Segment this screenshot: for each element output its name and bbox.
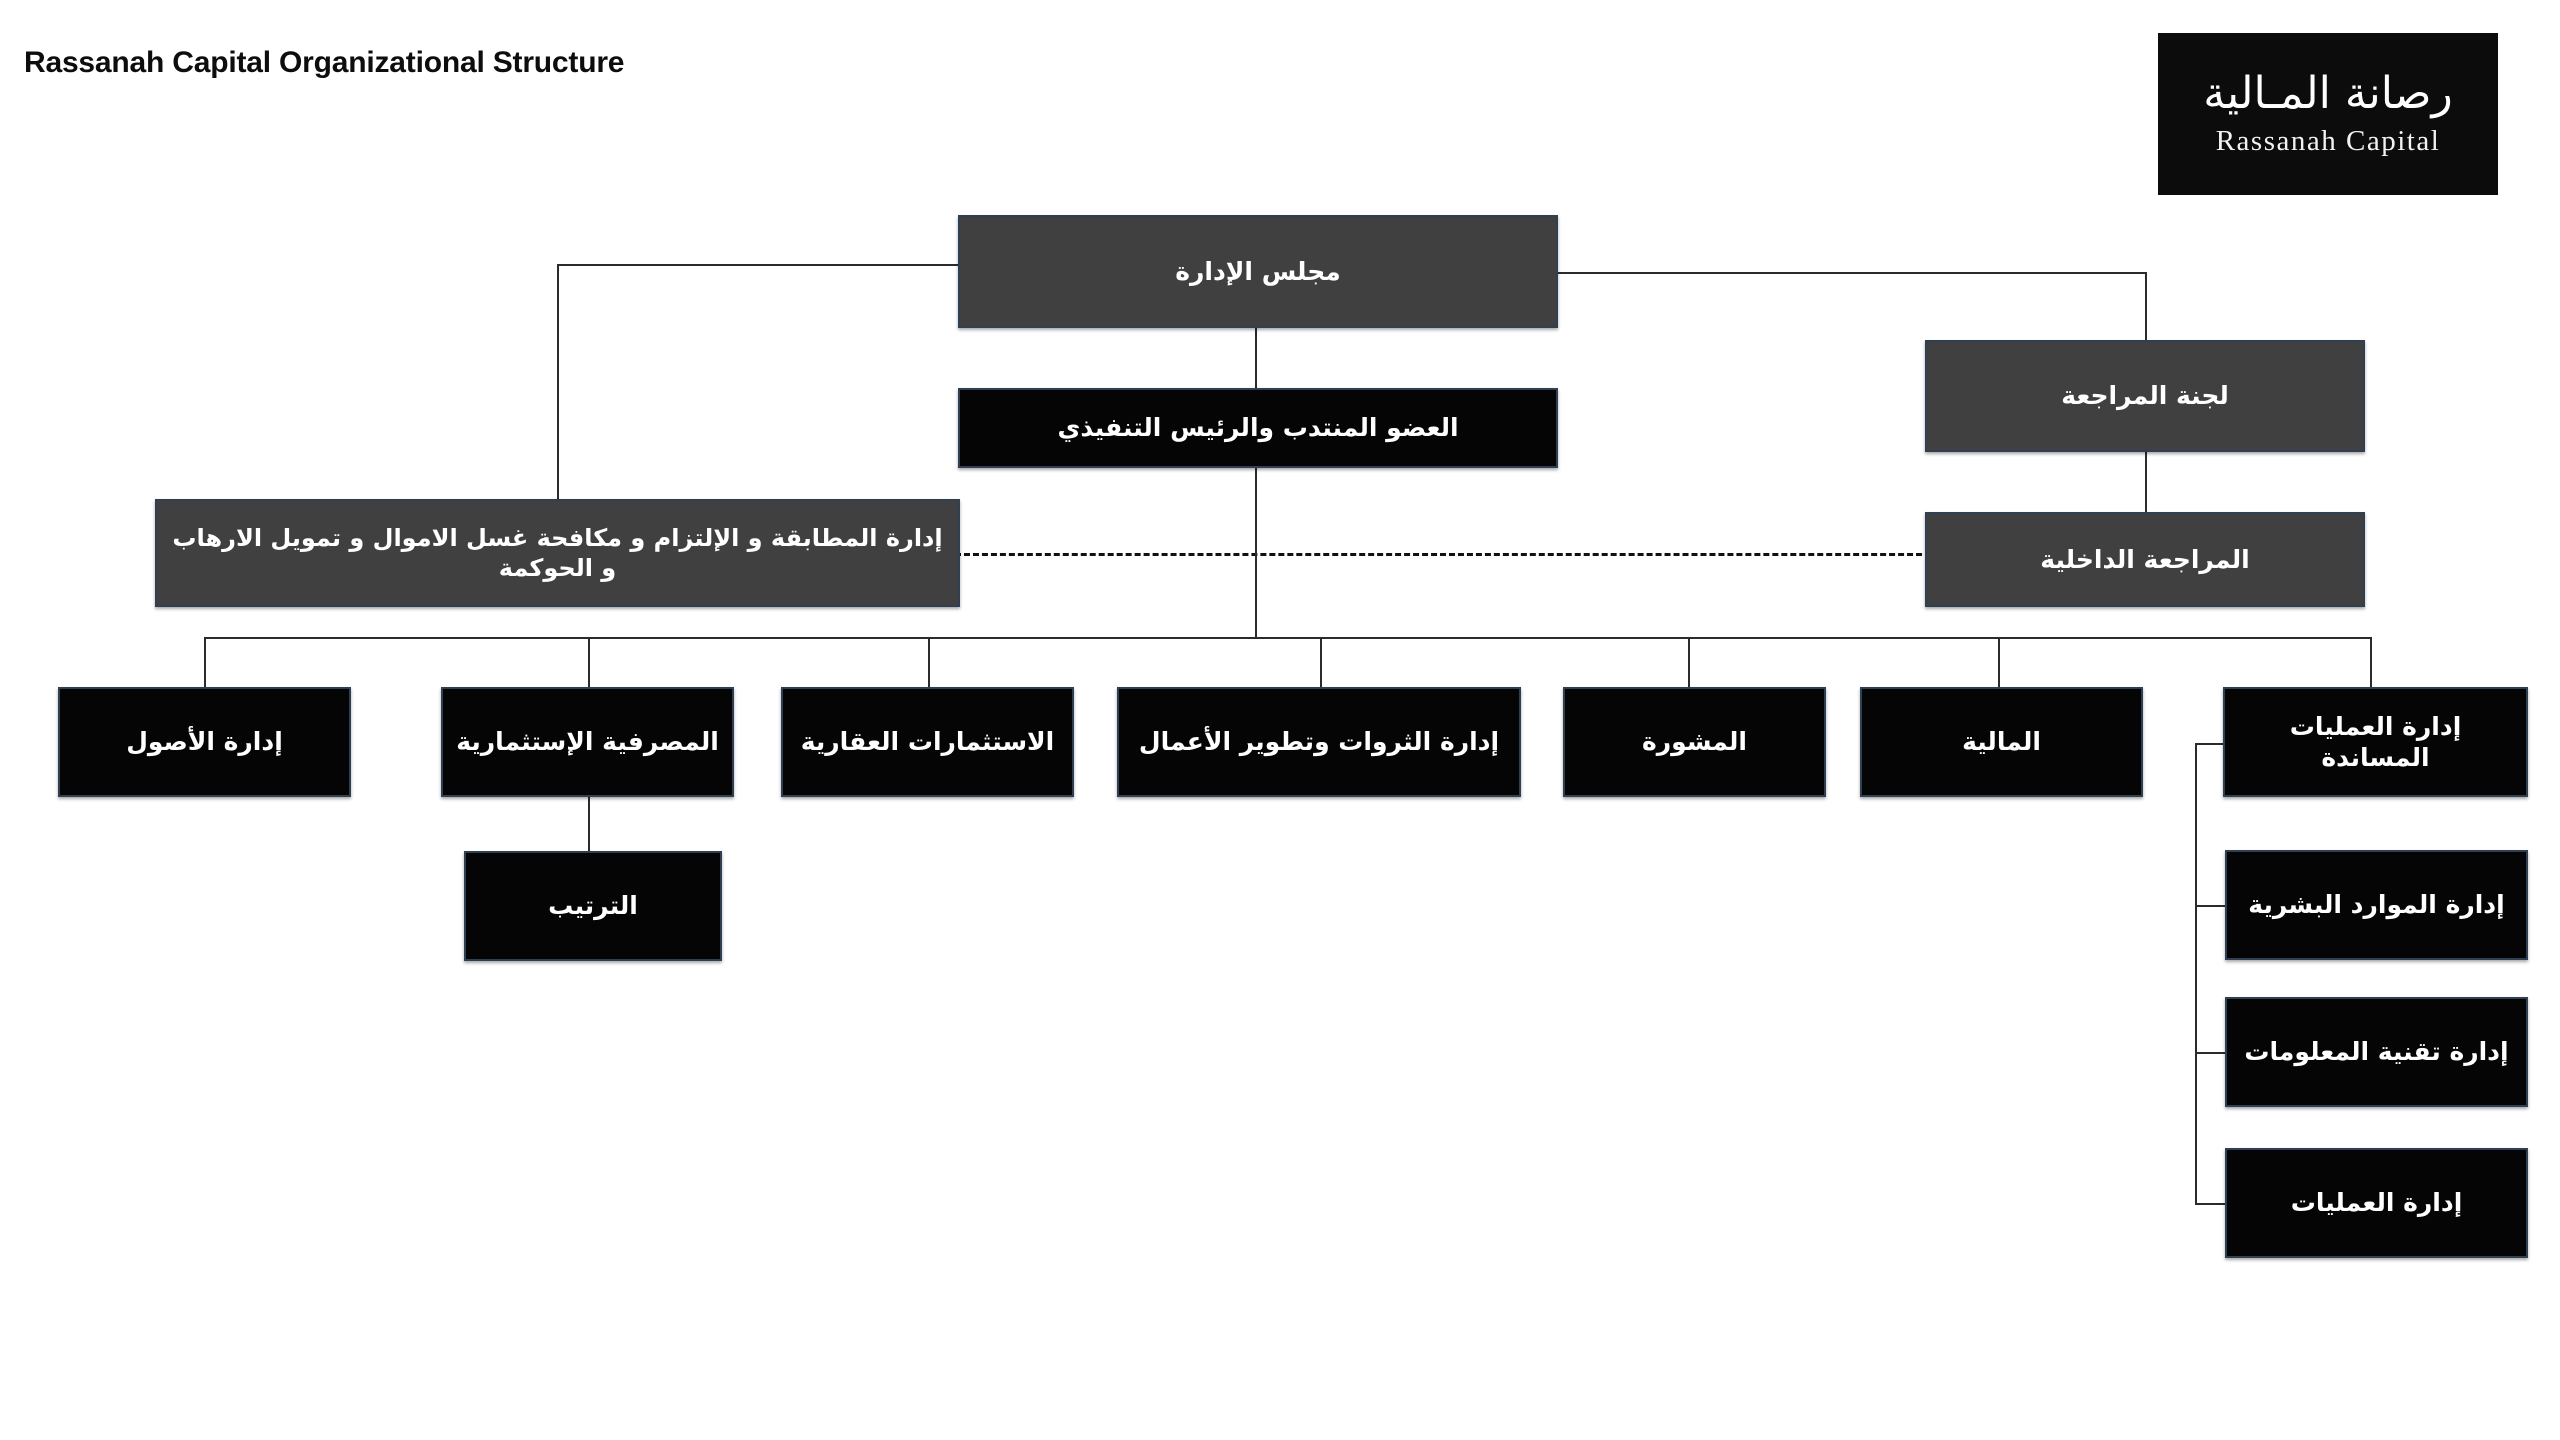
logo-english-text: Rassanah Capital (2215, 124, 2441, 157)
node-investment-banking[interactable]: المصرفية الإستثمارية (441, 687, 734, 797)
node-finance-label: المالية (1962, 727, 2041, 757)
connector-support-ops-to-self (2195, 743, 2225, 745)
connector-board-to-compliance-vertical (557, 264, 559, 499)
connector-board-to-compliance-horizontal (557, 264, 960, 266)
node-board-of-directors-label: مجلس الإدارة (1175, 256, 1341, 286)
connector-drop-investment-banking (588, 637, 590, 687)
node-wealth-management[interactable]: إدارة الثروات وتطوير الأعمال (1117, 687, 1521, 797)
node-investment-banking-label: المصرفية الإستثمارية (456, 727, 719, 757)
node-audit-committee-label: لجنة المراجعة (2061, 381, 2229, 411)
node-real-estate-investments[interactable]: الاستثمارات العقارية (781, 687, 1074, 797)
connector-support-ops-trunk (2195, 743, 2197, 1203)
node-audit-committee[interactable]: لجنة المراجعة (1925, 340, 2365, 452)
connector-drop-asset-management (204, 637, 206, 687)
node-support-operations-label: إدارة العمليات المساندة (2289, 711, 2462, 772)
node-asset-management[interactable]: إدارة الأصول (58, 687, 351, 797)
node-information-technology[interactable]: إدارة تقنية المعلومات (2225, 997, 2528, 1107)
node-arrangement[interactable]: الترتيب (464, 851, 722, 961)
node-advisory-label: المشورة (1642, 727, 1747, 757)
connector-drop-advisory (1688, 637, 1690, 687)
node-arrangement-label: الترتيب (548, 891, 638, 921)
connector-drop-wealth-management (1320, 637, 1322, 687)
node-internal-audit-label: المراجعة الداخلية (2040, 544, 2250, 574)
connector-support-ops-to-hr (2195, 905, 2225, 907)
connector-support-ops-to-operations (2195, 1203, 2225, 1205)
node-board-of-directors[interactable]: مجلس الإدارة (958, 215, 1558, 328)
node-compliance[interactable]: إدارة المطابقة و الإلتزام و مكافحة غسل ا… (155, 499, 960, 607)
connector-board-to-audit-vertical (2145, 272, 2147, 340)
node-ceo[interactable]: العضو المنتدب والرئيس التنفيذي (958, 388, 1558, 468)
connector-investment-banking-to-arrangement (588, 797, 590, 851)
connector-departments-bus (204, 637, 2370, 639)
connector-ceo-trunk (1255, 468, 1257, 639)
node-ceo-label: العضو المنتدب والرئيس التنفيذي (1057, 413, 1459, 443)
node-asset-management-label: إدارة الأصول (126, 727, 283, 757)
company-logo: رصانة المـالية Rassanah Capital (2158, 33, 2498, 195)
node-information-technology-label: إدارة تقنية المعلومات (2244, 1037, 2509, 1067)
connector-drop-real-estate (928, 637, 930, 687)
node-real-estate-investments-label: الاستثمارات العقارية (800, 727, 1055, 757)
node-human-resources-label: إدارة الموارد البشرية (2248, 890, 2505, 920)
node-operations-label: إدارة العمليات (2290, 1188, 2463, 1218)
page-title: Rassanah Capital Organizational Structur… (24, 46, 625, 79)
connector-drop-finance (1998, 637, 2000, 687)
connector-audit-to-internal-audit (2145, 452, 2147, 512)
connector-board-to-audit-horizontal (1557, 272, 2147, 274)
node-human-resources[interactable]: إدارة الموارد البشرية (2225, 850, 2528, 960)
node-operations[interactable]: إدارة العمليات (2225, 1148, 2528, 1258)
node-wealth-management-label: إدارة الثروات وتطوير الأعمال (1138, 727, 1500, 757)
node-support-operations[interactable]: إدارة العمليات المساندة (2223, 687, 2528, 797)
connector-drop-support-operations (2370, 637, 2372, 687)
node-compliance-label: إدارة المطابقة و الإلتزام و مكافحة غسل ا… (172, 524, 943, 582)
node-advisory[interactable]: المشورة (1563, 687, 1826, 797)
connector-support-ops-to-it (2195, 1052, 2225, 1054)
node-internal-audit[interactable]: المراجعة الداخلية (1925, 512, 2365, 607)
connector-compliance-internal-audit-dashed (955, 553, 1940, 556)
logo-arabic-text: رصانة المـالية (2203, 68, 2453, 120)
node-finance[interactable]: المالية (1860, 687, 2143, 797)
connector-board-to-ceo (1255, 328, 1257, 388)
